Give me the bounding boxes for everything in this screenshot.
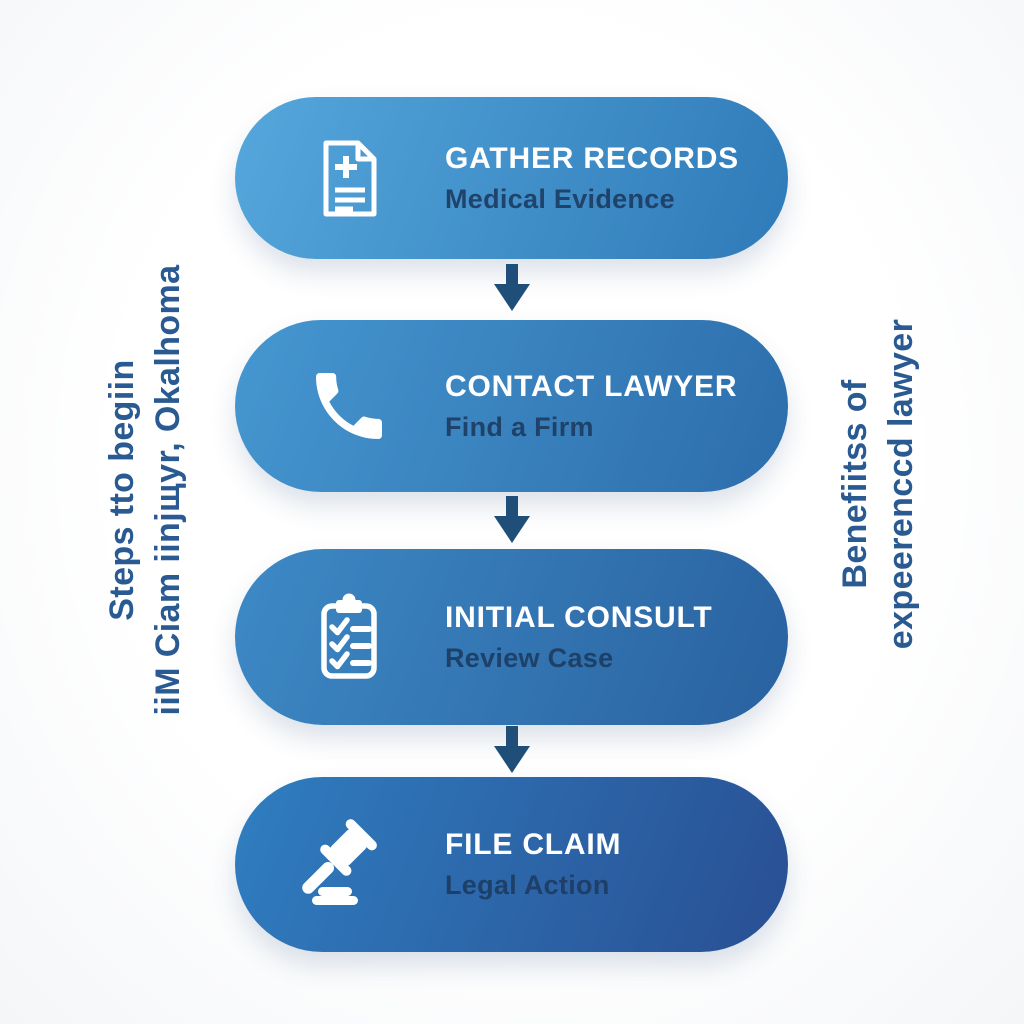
- left-vertical-caption: Steps tto begiin iiM Ciam iinjщyr, Okalh…: [99, 140, 191, 840]
- step-title: FILE CLAIM: [445, 828, 622, 861]
- medical-document-icon: [301, 130, 397, 226]
- step-subtitle: Review Case: [445, 642, 614, 673]
- left-caption-line-1: Steps tto begiin: [103, 359, 141, 621]
- step-subtitle: Legal Action: [445, 870, 610, 900]
- step-initial-consult: INITIAL CONSULT Review Case: [235, 549, 788, 725]
- right-vertical-caption: Benefiitss of expeerenccd lawyer: [832, 134, 924, 834]
- step-subtitle: Medical Evidence: [445, 183, 675, 214]
- step-file-claim: FILE CLAIM Legal Action: [235, 777, 788, 952]
- down-arrow-icon: [492, 496, 532, 544]
- left-caption-line-2: iiM Ciam iinjщyr, Okalhoma: [149, 264, 187, 716]
- step-contact-lawyer: CONTACT LAWYER Find a Firm: [235, 320, 788, 492]
- step-subtitle: Find a Firm: [445, 411, 594, 442]
- step-title: GATHER RECORDS: [445, 141, 739, 175]
- right-caption-line-2: expeerenccd lawyer: [882, 318, 920, 650]
- step-title: INITIAL CONSULT: [445, 600, 713, 634]
- step-title: CONTACT LAWYER: [445, 369, 738, 403]
- clipboard-checklist-icon: [301, 589, 397, 685]
- step-gather-records: GATHER RECORDS Medical Evidence: [235, 97, 788, 259]
- phone-icon: [301, 358, 397, 454]
- down-arrow-icon: [492, 726, 532, 774]
- down-arrow-icon: [492, 264, 532, 312]
- right-caption-line-1: Benefiitss of: [836, 379, 874, 589]
- gavel-icon: [301, 817, 397, 913]
